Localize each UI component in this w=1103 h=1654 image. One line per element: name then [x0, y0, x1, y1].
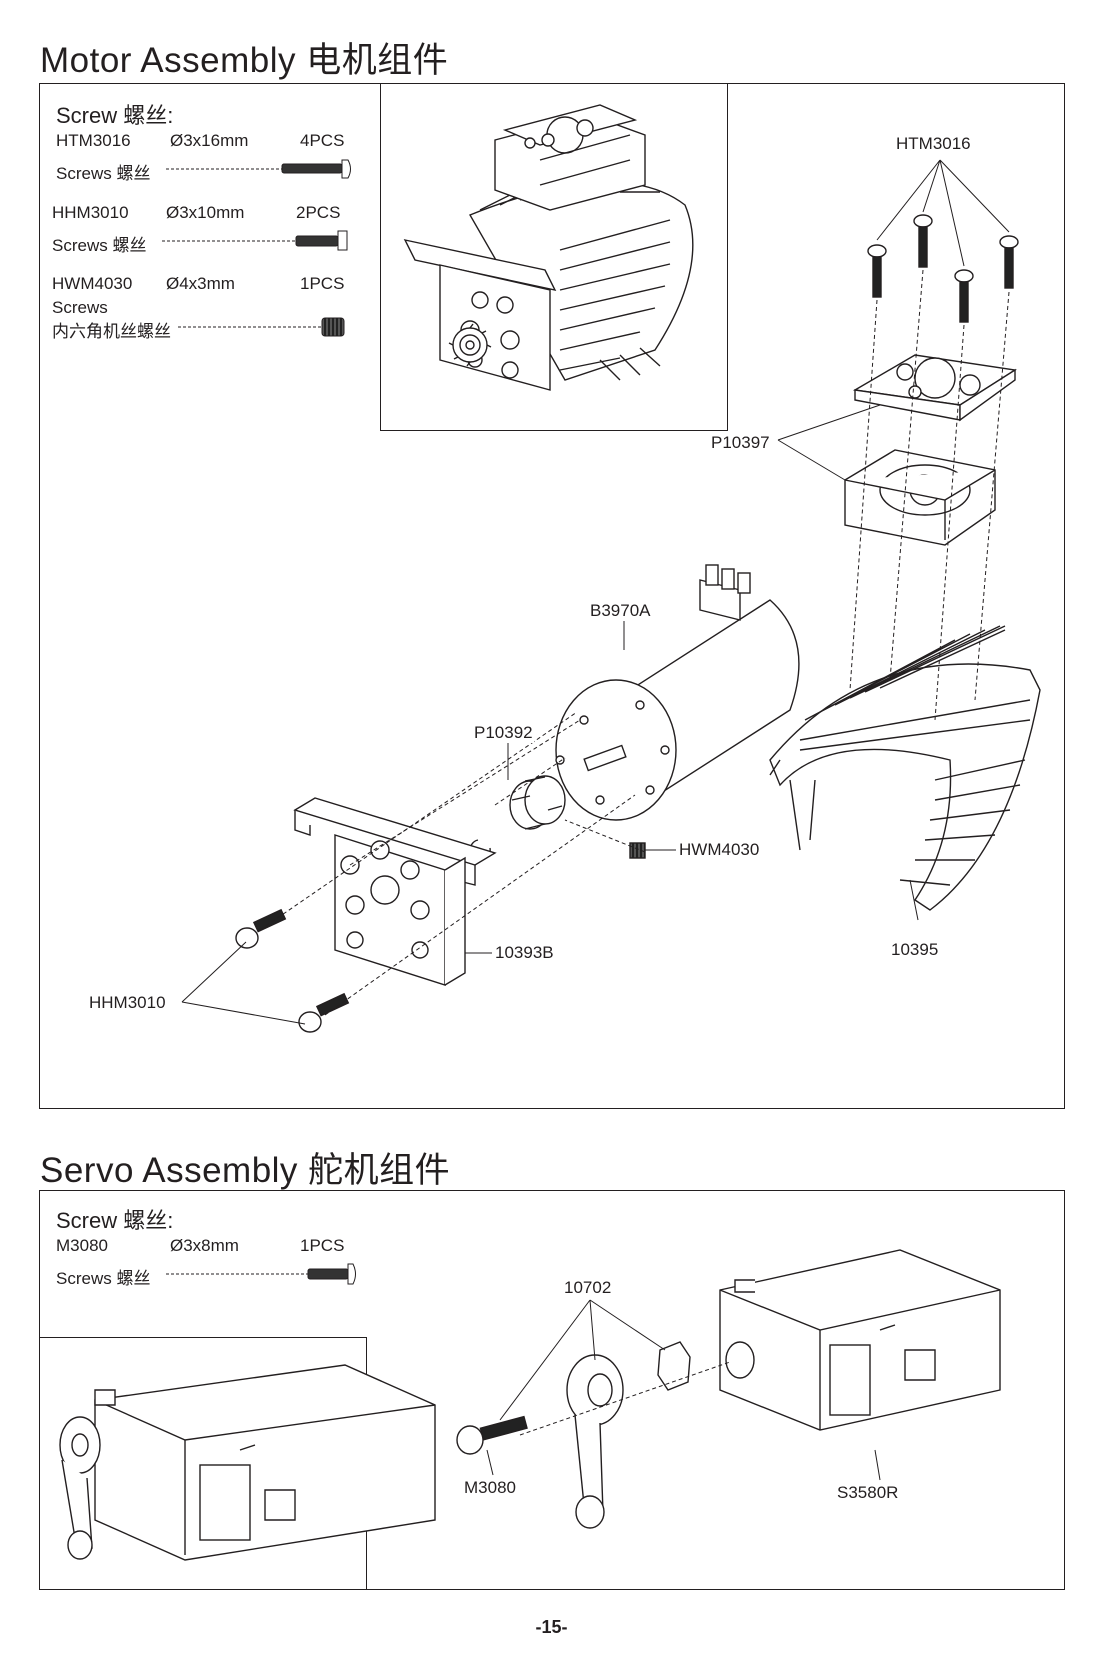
htm3016-screws [867, 214, 1019, 323]
servo-s3580r [719, 1249, 1001, 1431]
screw-code: HHM3010 [52, 203, 129, 222]
assembly-guide-lines [259, 269, 1010, 1016]
motor-inset-box [380, 83, 728, 431]
screw-list-icons [162, 159, 356, 1285]
callout-htm3016: HTM3016 [895, 134, 972, 154]
heatsink-10395 [769, 625, 1041, 911]
assembled-motor-illustration [403, 104, 694, 391]
pinion-gear [448, 323, 492, 367]
cooling-fan [844, 449, 996, 546]
screw-icon [954, 269, 974, 323]
callout-hwm4030: HWM4030 [678, 840, 761, 860]
callout-s3580r: S3580R [836, 1483, 900, 1503]
top-fan-cover [494, 104, 646, 211]
servo-callout-leaders [486, 1299, 881, 1481]
screw-desc: Screws 螺丝 [52, 236, 147, 255]
callout-b3970a: B3970A [589, 601, 652, 621]
callout-10702: 10702 [563, 1278, 613, 1298]
screw-icon [235, 908, 287, 949]
screw-desc: Screws [52, 298, 108, 317]
screw-icon [913, 214, 933, 268]
screw-qty: 1PCS [300, 1236, 345, 1255]
hhm3010-screw-icon [295, 230, 348, 251]
screw-desc-cn: 内六角机丝螺丝 [52, 322, 171, 341]
screw-size: Ø3x10mm [166, 203, 245, 222]
callout-10395: 10395 [890, 940, 940, 960]
m3080-screw [456, 1415, 528, 1455]
m3080-screw-icon [307, 1263, 356, 1285]
screw-desc: Screws 螺丝 [56, 164, 151, 183]
fan-cover-plate [852, 354, 1017, 422]
motor-screw-header: Screw 螺丝: [56, 103, 174, 128]
hex-nut [657, 1341, 691, 1391]
screw-icon [867, 244, 887, 298]
callout-m3080: M3080 [463, 1478, 517, 1498]
exploded-motor-illustration [235, 214, 1041, 1033]
htm3016-screw-icon [281, 159, 351, 179]
hwm4030-setscrew [629, 842, 646, 859]
motor-assembly-frame [39, 83, 1065, 1109]
screw-qty: 2PCS [296, 203, 341, 222]
screw-icon [298, 992, 350, 1033]
page-number: -15- [535, 1617, 568, 1637]
screw-icon [999, 235, 1019, 289]
servo-inset-illustration [59, 1364, 436, 1561]
callout-p10397: P10397 [710, 433, 771, 453]
screw-qty: 1PCS [300, 274, 345, 293]
screw-desc: Screws 螺丝 [56, 1269, 151, 1288]
motor-mount-10393b [293, 797, 497, 986]
screw-code: HWM4030 [52, 274, 133, 293]
servo-exploded-illustration [456, 1249, 1001, 1529]
servo-screw-header: Screw 螺丝: [56, 1208, 174, 1233]
callout-10393b: 10393B [494, 943, 555, 963]
servo-horn-10702 [566, 1354, 624, 1529]
hhm3010-screws [235, 908, 350, 1033]
motor-callout-leaders [181, 159, 1010, 1025]
servo-horn-inset [59, 1416, 101, 1560]
pinion-p10392 [509, 775, 566, 830]
screw-code: HTM3016 [56, 131, 131, 150]
screw-size: Ø3x8mm [170, 1236, 239, 1255]
motor-assembly-title: Motor Assembly 电机组件 [40, 41, 449, 80]
hwm4030-setscrew-icon [321, 317, 345, 337]
screw-code: M3080 [56, 1236, 108, 1255]
motor-can-b3970a [555, 564, 800, 821]
screw-size: Ø3x16mm [170, 131, 249, 150]
servo-assembly-title: Servo Assembly 舵机组件 [40, 1151, 451, 1190]
screw-size: Ø4x3mm [166, 274, 235, 293]
screw-qty: 4PCS [300, 131, 345, 150]
callout-p10392: P10392 [473, 723, 534, 743]
callout-hhm3010: HHM3010 [88, 993, 167, 1013]
